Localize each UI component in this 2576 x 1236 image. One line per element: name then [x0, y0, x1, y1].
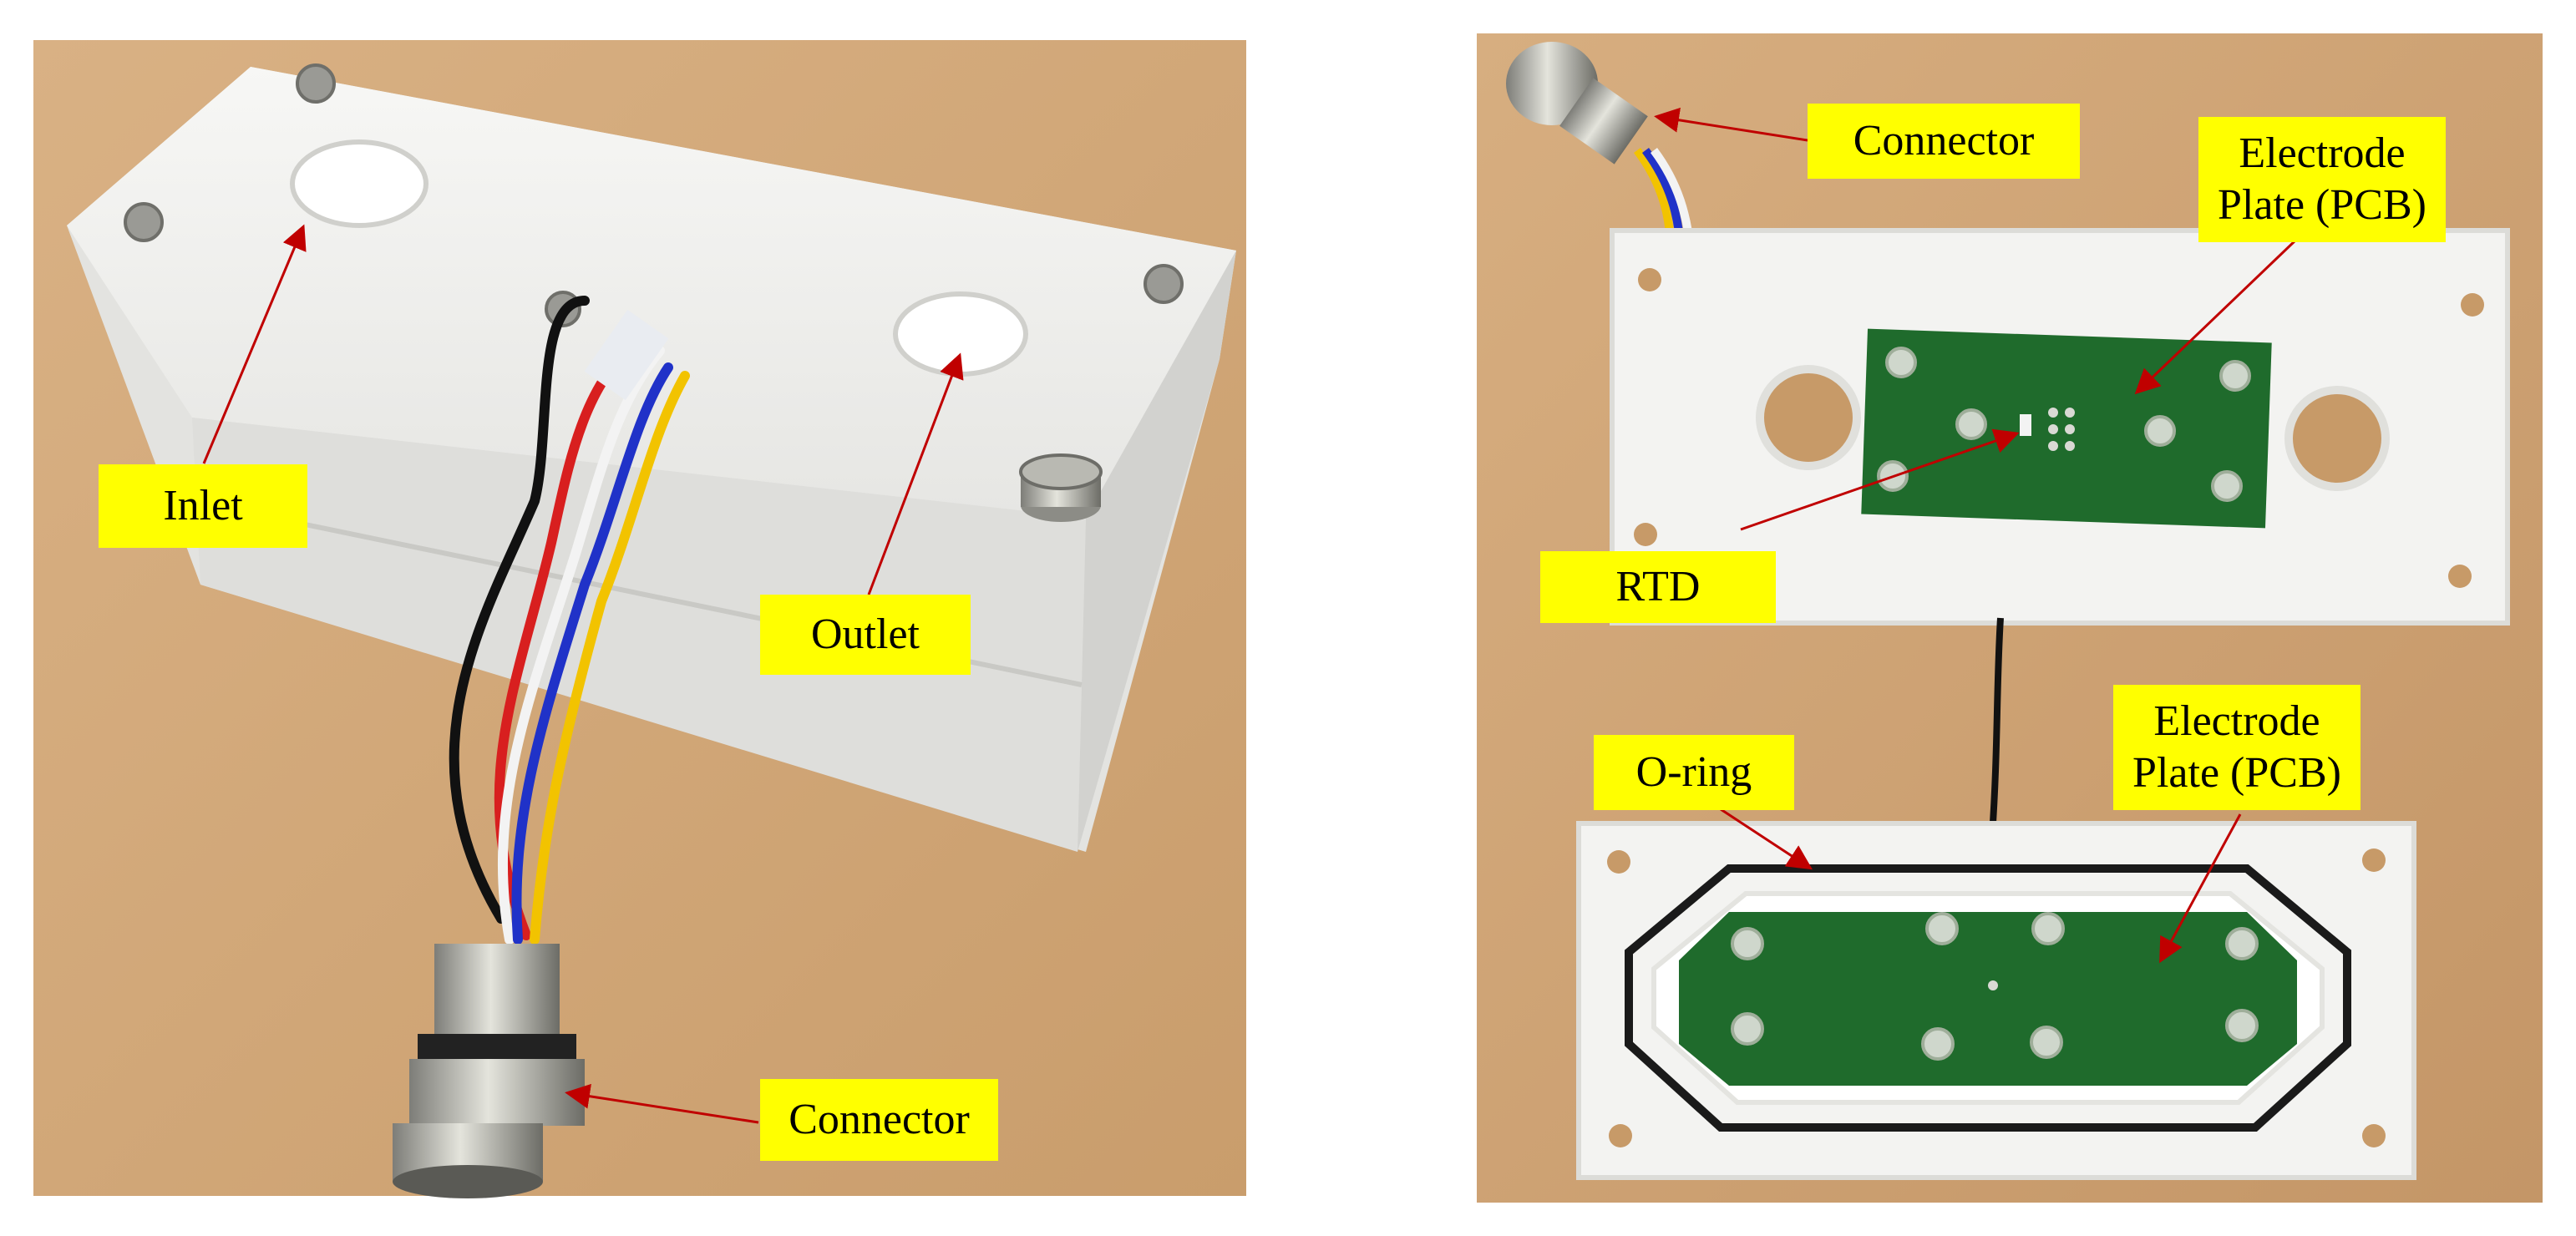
screw-icon — [1143, 264, 1184, 304]
outlet-hole — [893, 291, 1028, 377]
connector-right-label: Connector — [1808, 104, 2080, 179]
callout-arrows — [202, 107, 2297, 1124]
connector-left-arrow — [565, 1083, 759, 1124]
electrode-top-arrow — [2134, 239, 2297, 395]
rtd-chip — [2020, 414, 2031, 436]
right-photo — [1477, 33, 2543, 1203]
rtd-label: RTD — [1540, 551, 1776, 623]
o-ring-seal — [1625, 864, 2351, 1132]
screw-icon — [124, 202, 164, 242]
interconnect-cable — [1989, 617, 2004, 836]
top-electrode-pcb — [1861, 328, 2272, 529]
mount-hole — [2461, 293, 2484, 317]
hex-screw-icon — [1019, 453, 1103, 522]
electrode-plate-top-label: Electrode Plate (PCB) — [2198, 117, 2446, 242]
mount-hole — [2362, 848, 2386, 872]
electrode-pad — [1731, 1012, 1764, 1046]
electrode-pad — [2225, 927, 2259, 960]
heat-shrink — [584, 309, 669, 401]
o-ring-arrow — [1720, 808, 1813, 870]
mount-hole — [1634, 523, 1657, 546]
electrode-pad — [1921, 1027, 1955, 1061]
electrode-pad — [1731, 927, 1764, 960]
bottom-electrode-pcb — [1679, 912, 2297, 1086]
mount-hole — [1609, 1124, 1632, 1147]
mount-hole — [1607, 850, 1630, 874]
top-plate-hole — [2284, 386, 2390, 491]
electrode-pad — [2211, 470, 2243, 502]
connector-right-arrow — [1654, 107, 1808, 142]
inlet-label: Inlet — [99, 464, 307, 548]
electrode-pad — [2225, 1009, 2259, 1042]
mount-hole — [2448, 565, 2472, 588]
electrode-pad — [2031, 912, 2065, 945]
electrode-pad — [2144, 415, 2176, 447]
mount-hole — [2362, 1124, 2386, 1147]
electrode-pad — [2030, 1026, 2063, 1059]
electrode-pad — [2219, 360, 2251, 392]
screw-icon — [296, 63, 336, 104]
electrode-plate-bottom-label: Electrode Plate (PCB) — [2113, 685, 2360, 810]
electrode-pad — [1885, 347, 1917, 378]
electrode-bottom-arrow — [2159, 813, 2242, 964]
electrode-pad — [1955, 408, 1987, 440]
inlet-arrow — [202, 224, 307, 464]
left-photo — [33, 40, 1246, 1198]
cable-bundle — [449, 296, 690, 945]
rtd-arrow — [1740, 428, 2020, 531]
outlet-arrow — [867, 352, 964, 595]
inlet-hole — [290, 139, 428, 228]
o-ring-label: O-ring — [1594, 735, 1794, 810]
top-plate-hole — [1756, 365, 1861, 470]
connector-left-label: Connector — [760, 1079, 998, 1161]
connector-left — [393, 944, 585, 1198]
outlet-label: Outlet — [760, 595, 971, 675]
mount-hole — [1638, 268, 1661, 291]
electrode-pad — [1925, 912, 1959, 945]
